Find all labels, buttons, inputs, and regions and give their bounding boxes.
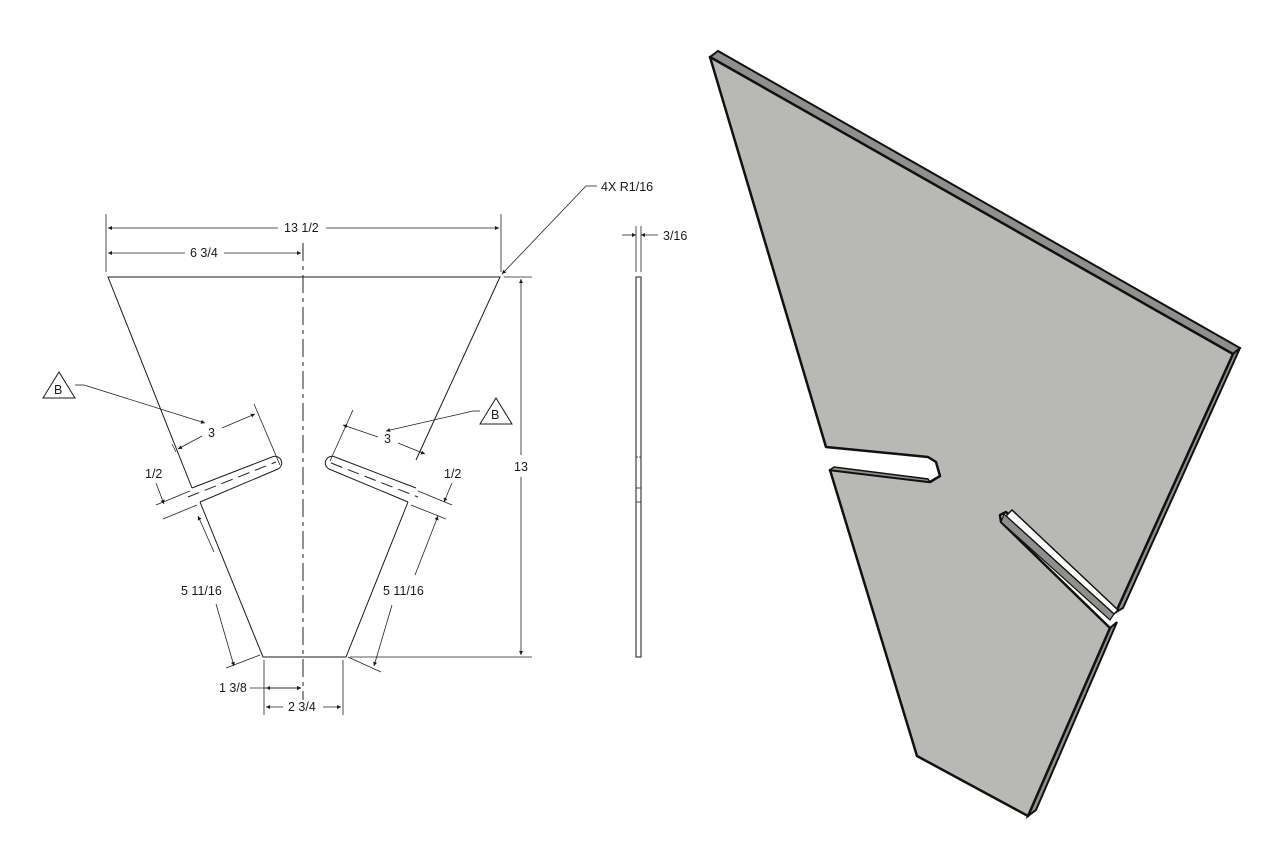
dim-right-slot-depth: 3 [384, 432, 391, 446]
side-view: 3/16 [622, 226, 687, 658]
dim-right-lower-edge: 5 11/16 [383, 584, 424, 598]
right-slot-outline [334, 456, 417, 489]
svg-text:B: B [54, 383, 62, 397]
isometric-view [708, 49, 1242, 820]
part-outline-lower [199, 501, 409, 658]
dim-left-slot-width: 1/2 [145, 467, 162, 481]
front-view: 13 1/2 6 3/4 4X R1/16 13 3 B 1/2 [42, 180, 653, 715]
datum-left: B [42, 371, 206, 424]
left-slot-outline [191, 456, 273, 489]
dim-overall-width: 13 1/2 [284, 221, 319, 235]
dim-right-slot-width: 1/2 [444, 467, 461, 481]
part-outline-upper [107, 276, 501, 489]
dim-thickness: 3/16 [663, 229, 687, 243]
dim-bottom-half-width: 1 3/8 [219, 681, 247, 695]
datum-right: B [385, 397, 513, 433]
dim-left-slot-depth: 3 [208, 426, 215, 440]
dim-bottom-width: 2 3/4 [288, 700, 316, 714]
dim-left-lower-edge: 5 11/16 [181, 584, 222, 598]
dim-half-width: 6 3/4 [190, 246, 218, 260]
svg-text:B: B [491, 408, 499, 422]
note-corner-radius: 4X R1/16 [601, 180, 653, 194]
dim-height: 13 [514, 460, 528, 474]
iso-face [708, 55, 1235, 818]
